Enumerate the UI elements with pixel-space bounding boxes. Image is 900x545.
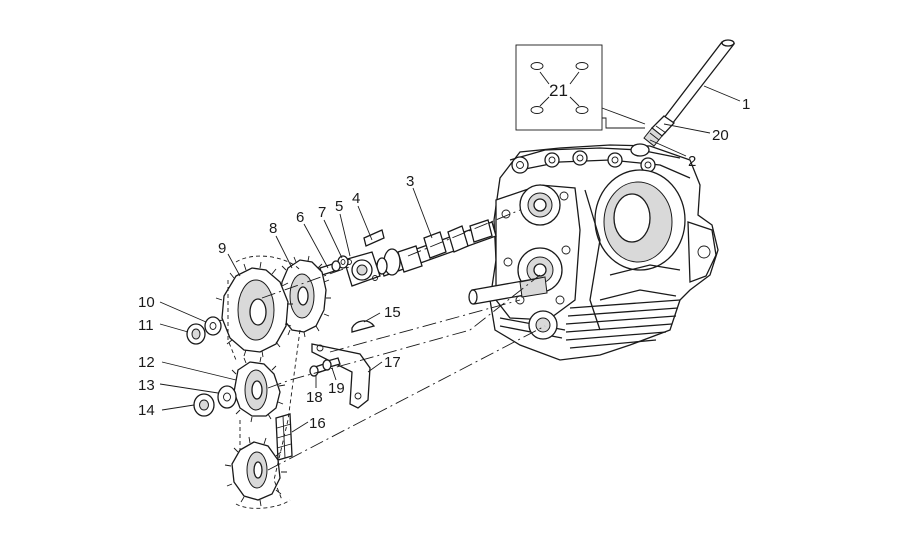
callout-8: 8 (269, 220, 277, 237)
callout-12: 12 (138, 354, 155, 371)
washer-10 (204, 316, 222, 336)
callout-3: 3 (406, 173, 414, 190)
callout-11: 11 (138, 317, 154, 334)
intermediate-gear-9 (215, 255, 301, 358)
callout-labels: 1 2 3 4 5 6 7 8 9 10 11 12 13 14 15 16 1… (138, 81, 750, 432)
callout-13: 13 (138, 377, 155, 394)
chain-tensioner-17 (311, 343, 371, 409)
callout-10: 10 (138, 294, 155, 311)
nut-14 (193, 393, 215, 417)
camshaft-gear-8 (274, 255, 331, 338)
bearing-flange (343, 251, 381, 287)
callout-2: 2 (688, 153, 696, 170)
key-15 (351, 320, 376, 333)
nut-11 (186, 323, 206, 345)
crankshaft-shaft (468, 276, 548, 305)
callout-17: 17 (384, 354, 401, 371)
inset-leader-a (601, 107, 646, 125)
callout-18: 18 (306, 389, 323, 406)
callout-20: 20 (712, 127, 729, 144)
callout-19: 19 (328, 380, 345, 397)
callout-9: 9 (218, 240, 226, 257)
oil-pump-sprocket (224, 436, 287, 507)
woodruff-key (363, 229, 385, 247)
inset-box-oring-set (515, 44, 603, 131)
callout-5: 5 (335, 198, 343, 215)
oil-dipstick (643, 39, 736, 147)
engine-crankcase (489, 143, 719, 361)
callout-15: 15 (384, 304, 401, 321)
camshaft (376, 219, 497, 277)
callout-1: 1 (742, 96, 750, 113)
callout-4: 4 (352, 190, 360, 207)
inset-leader-b (602, 117, 645, 129)
bolt-6 (319, 260, 341, 276)
screw-19 (322, 357, 341, 371)
callout-16: 16 (309, 415, 326, 432)
callout-7: 7 (318, 204, 326, 221)
crankshaft-gear-12 (227, 356, 286, 423)
washer-13 (217, 385, 237, 409)
callout-14: 14 (138, 402, 155, 419)
assembly-axes (227, 209, 546, 509)
callout-21: 21 (549, 81, 568, 100)
callout-6: 6 (296, 209, 304, 226)
leader-lines (159, 85, 741, 433)
